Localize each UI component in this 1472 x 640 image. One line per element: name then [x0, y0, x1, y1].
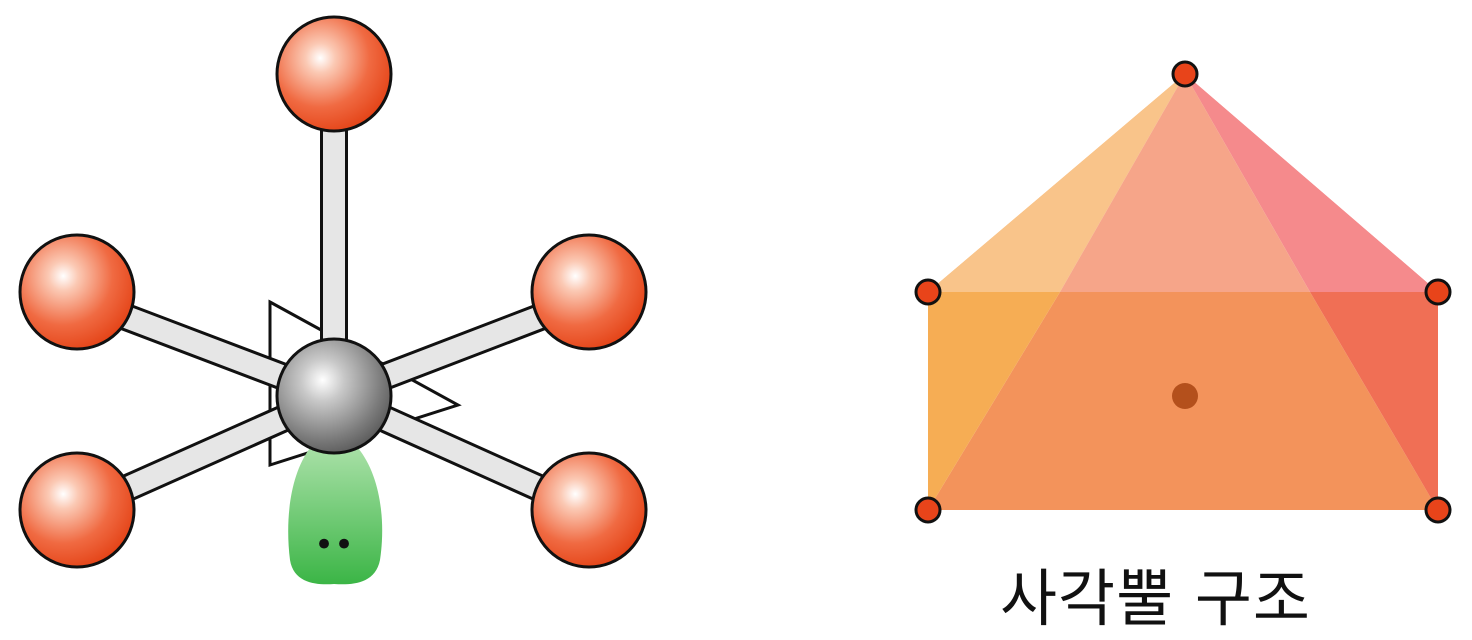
ligand-atom-lower-left [18, 451, 136, 569]
pyramid-top-right-face [1185, 74, 1438, 292]
pyramid-top-left-face [928, 74, 1185, 292]
pyramid-center-atom [1172, 383, 1198, 409]
pyramid-base-right-strip [1310, 292, 1438, 510]
vertex-upper-right [1424, 278, 1452, 306]
vertex-apex [1171, 60, 1199, 88]
lone-pair-electrons: •• [314, 525, 354, 565]
pyramid-top-face [1060, 74, 1310, 292]
ligand-atom-upper-right [530, 233, 648, 351]
vertex-upper-left [914, 278, 942, 306]
vertex-lower-left [914, 496, 942, 524]
square-pyramid-diagram [914, 60, 1452, 524]
ligand-atom-top [275, 15, 393, 133]
ligand-atom-upper-left [18, 233, 136, 351]
pyramid-vertices [914, 60, 1452, 524]
lone-pair: •• [288, 448, 383, 585]
molecule-model: •• [18, 15, 648, 585]
structure-caption: 사각뿔 구조 [1000, 562, 1311, 635]
vertex-lower-right [1424, 496, 1452, 524]
central-atom [275, 337, 393, 455]
ligand-atoms [18, 15, 648, 569]
pyramid-base-left-strip [928, 292, 1060, 510]
ligand-atom-lower-right [530, 451, 648, 569]
lone-pair-lobe [288, 448, 383, 585]
